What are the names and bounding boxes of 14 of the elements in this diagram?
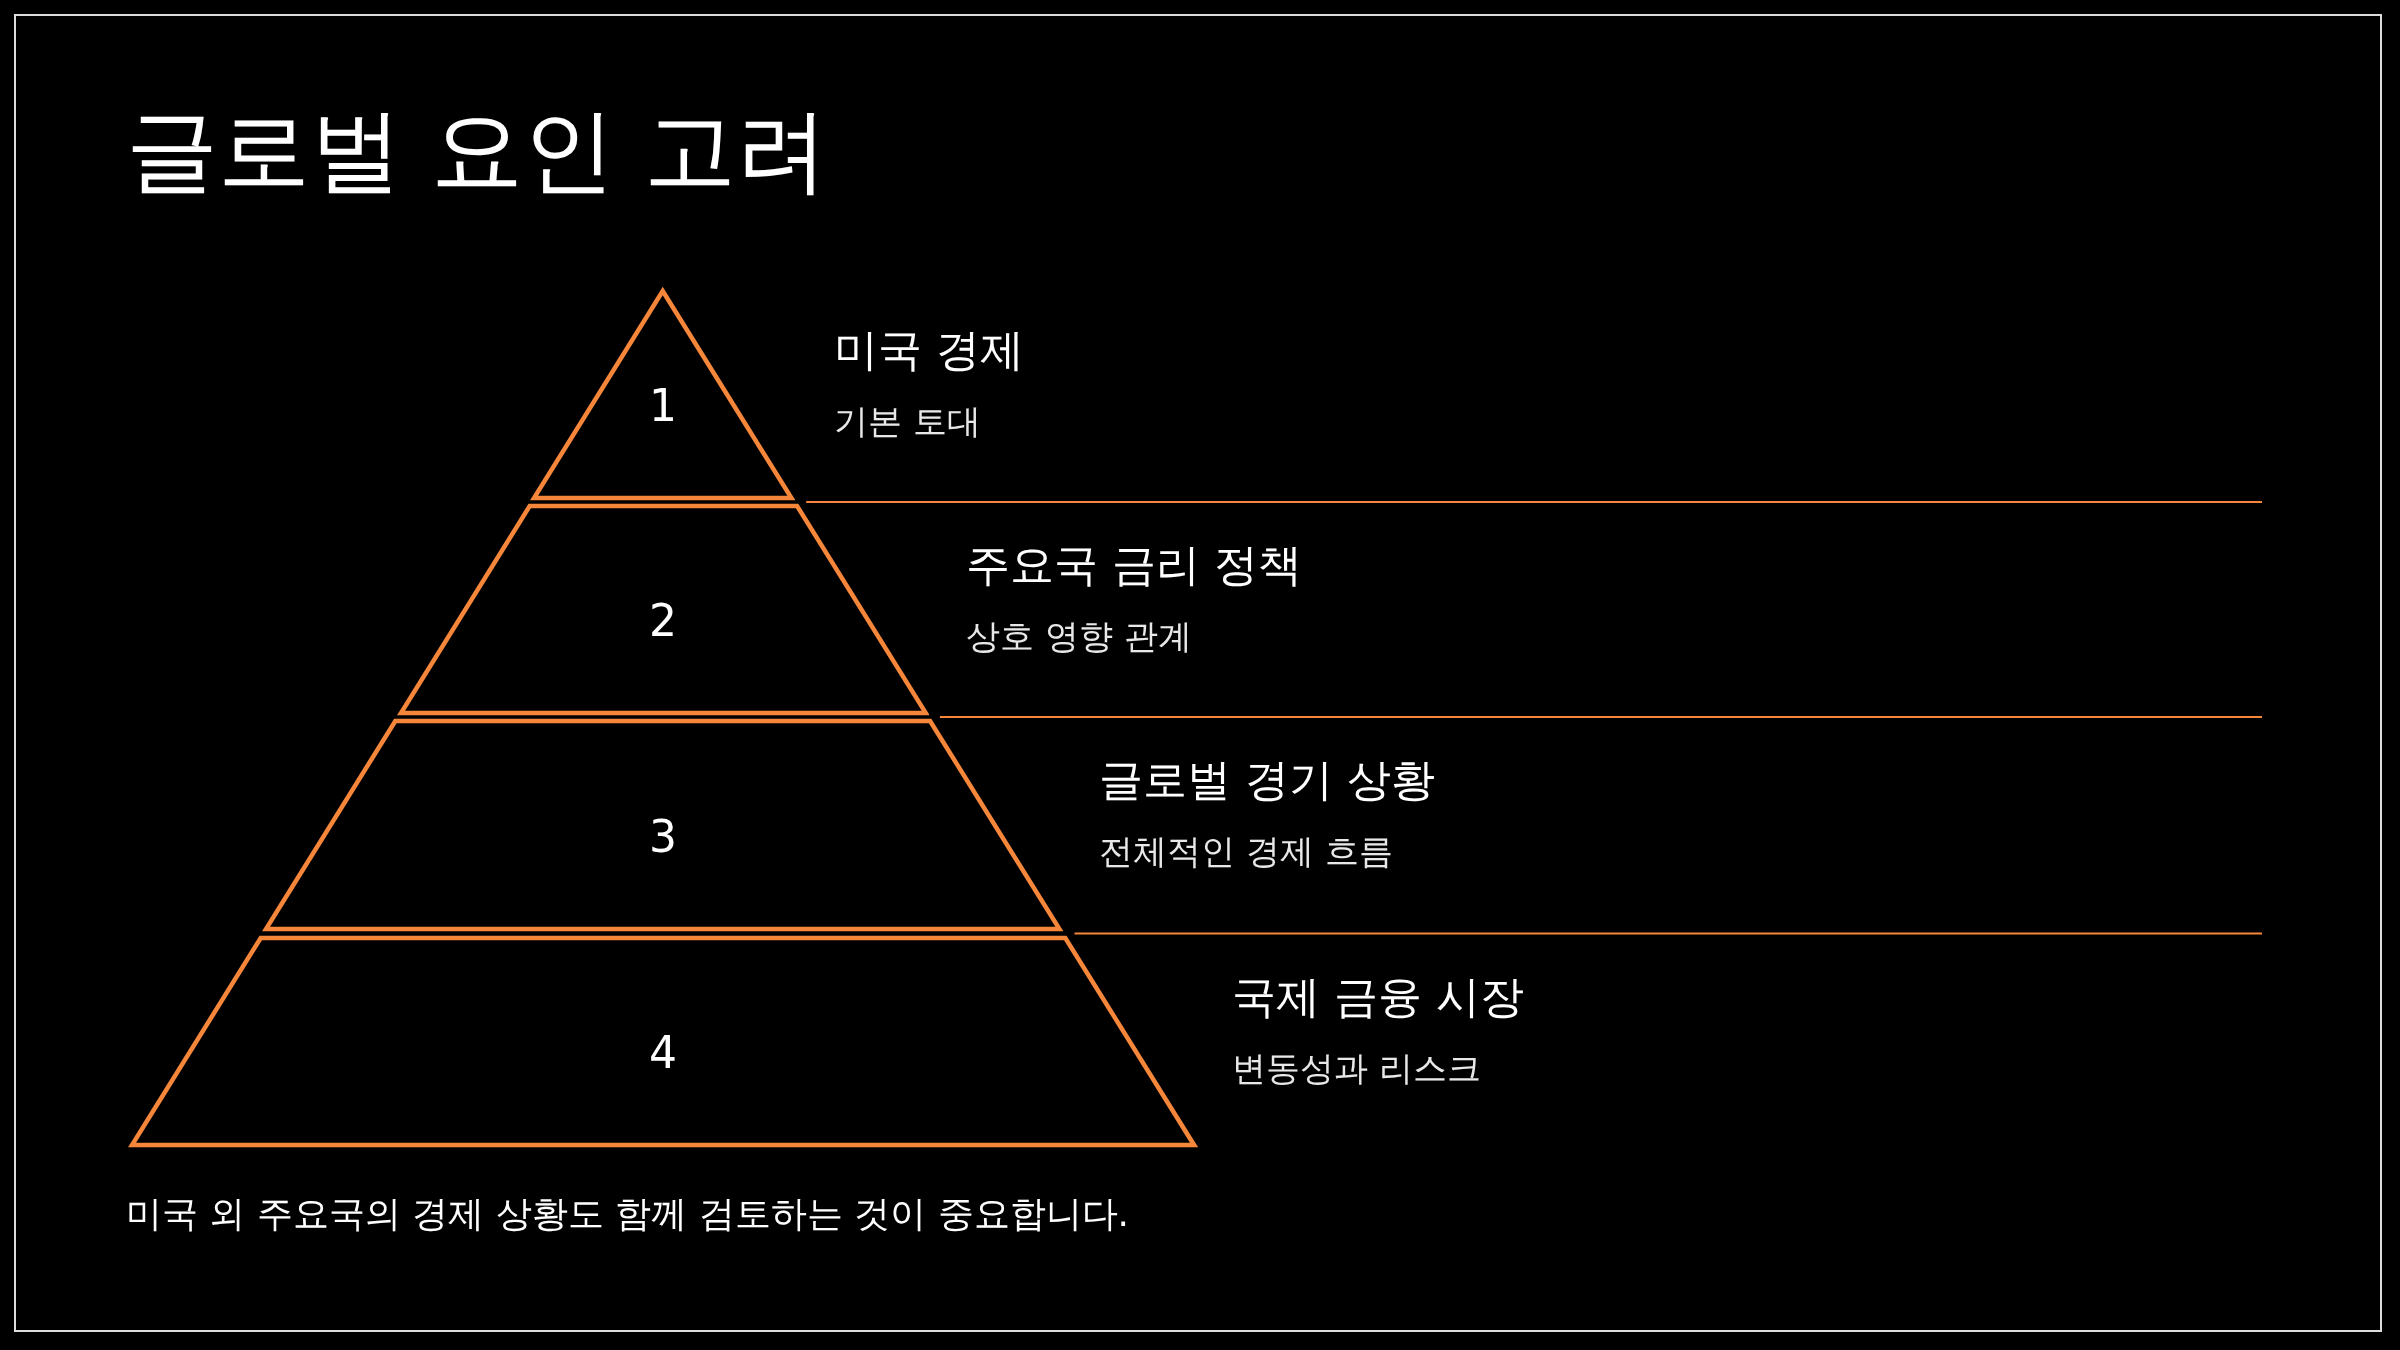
tier-number: 3 — [649, 810, 677, 862]
tier-description: 상호 영향 관계 — [966, 615, 1192, 658]
caption-text: 미국 외 주요국의 경제 상황도 함께 검토하는 것이 중요합니다. — [126, 1192, 1129, 1236]
tier-heading: 글로벌 경기 상황 — [1099, 753, 1435, 807]
tier-heading: 미국 경제 — [834, 323, 1024, 377]
tier-description: 변동성과 리스크 — [1232, 1047, 1481, 1090]
tier-number: 4 — [649, 1026, 677, 1078]
tier-heading: 주요국 금리 정책 — [966, 538, 1302, 592]
tier-heading: 국제 금융 시장 — [1232, 970, 1524, 1024]
slide-title: 글로벌 요인 고려 — [126, 100, 829, 202]
tier-description: 기본 토대 — [834, 400, 981, 443]
tier-number: 1 — [649, 379, 677, 431]
tier-number: 2 — [649, 594, 677, 646]
tier-description: 전체적인 경제 흐름 — [1099, 830, 1393, 873]
